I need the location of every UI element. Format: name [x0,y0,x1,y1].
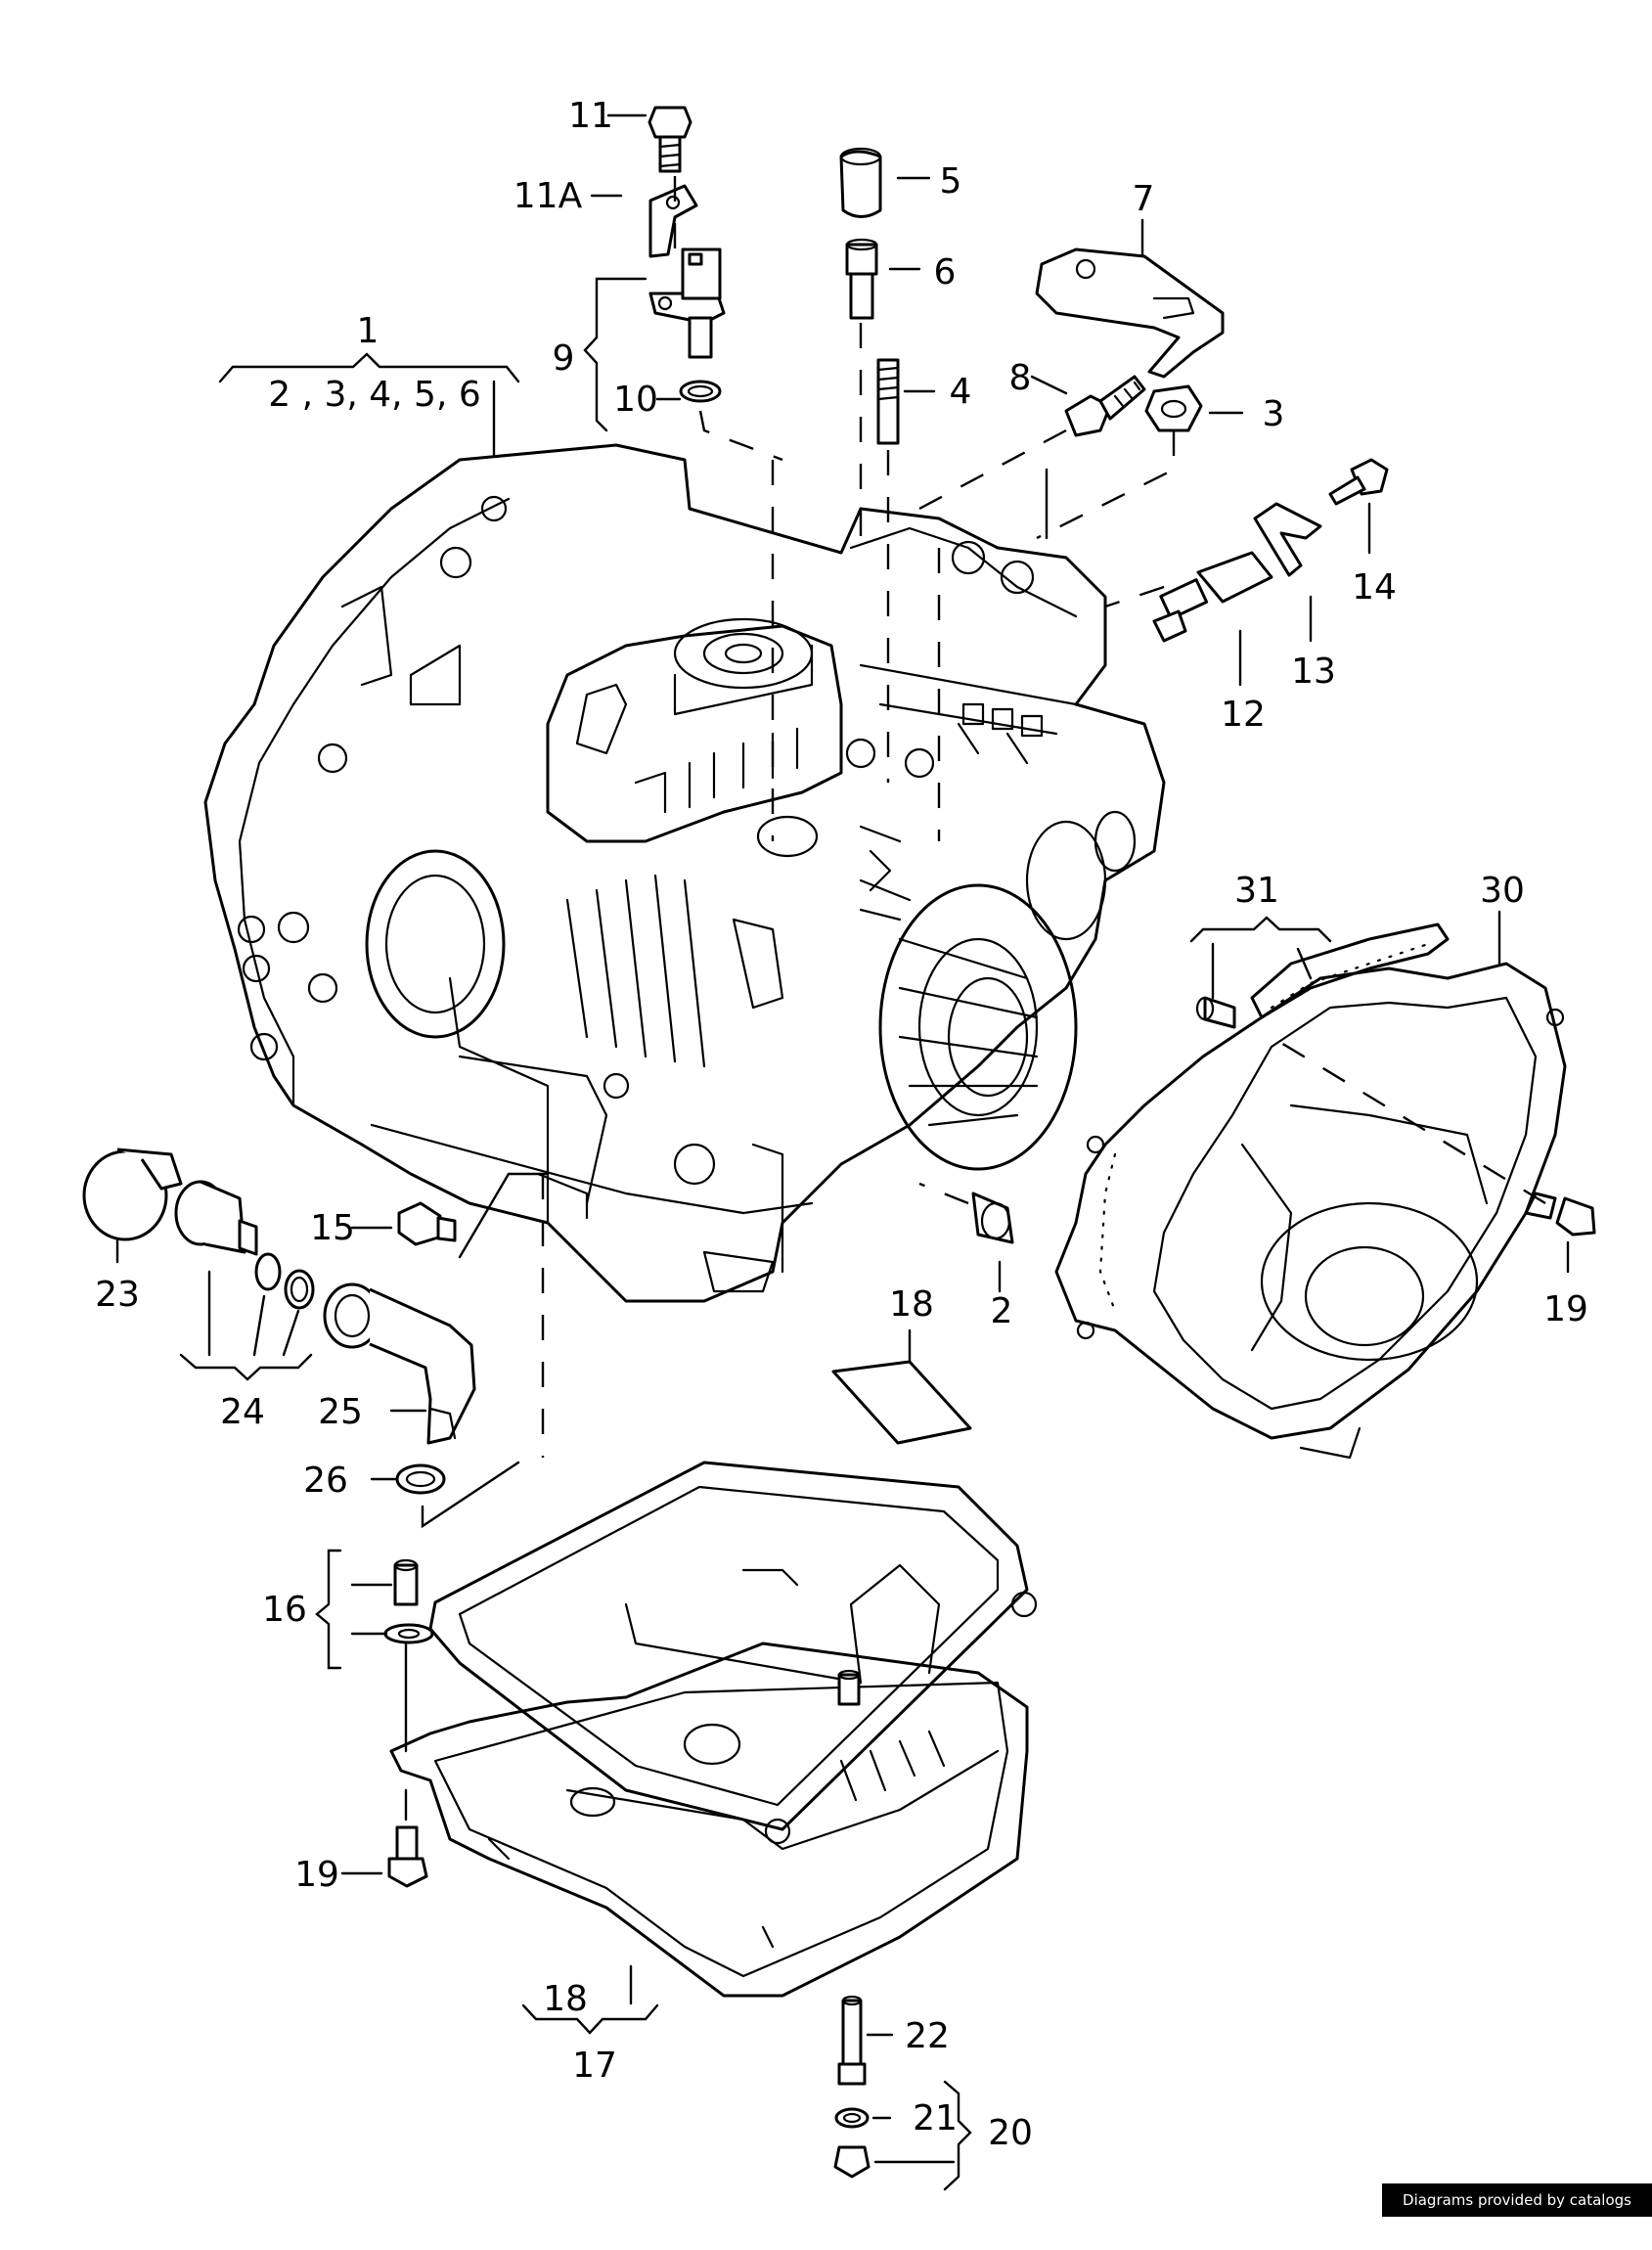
bracket-16 [315,1549,393,1670]
bracket-7 [1035,248,1225,379]
assembly-line-10 [698,410,783,462]
assembly-line-3 [1036,430,1176,540]
label-18-pad: 18 [889,1284,934,1325]
cap-5 [839,147,882,218]
assembly-line-19 [1271,1035,1546,1205]
label-15: 15 [310,1208,355,1248]
label-11a: 11A [513,176,583,216]
side-cover-30 [1054,962,1567,1460]
label-26: 26 [303,1461,348,1501]
o-ring-10 [679,380,722,403]
label-12: 12 [1221,695,1266,735]
nut-3 [1144,384,1203,432]
label-7: 7 [1133,179,1155,219]
bracket-9 [583,277,647,432]
credit-footer: Diagrams provided by catalogs parts [1382,2183,1652,2242]
label-13: 13 [1291,652,1336,692]
label-25: 25 [318,1392,363,1432]
callout-labels: 1 2 , 3, 4, 5, 6 2 3 4 5 6 7 8 9 10 11 1… [95,96,1588,2153]
bracket-31 [1189,916,1332,1000]
leader-8 [1030,375,1068,395]
label-11: 11 [568,96,613,136]
bracket-1 [218,352,520,383]
leader-20 [866,2033,972,2191]
drain-plug-20 [833,1995,871,2179]
label-1-subparts: 2 , 3, 4, 5, 6 [268,375,481,415]
stud-4 [876,358,900,445]
pipe-25 [323,1282,476,1445]
label-16: 16 [262,1590,307,1630]
speed-sensor-9 [648,248,726,359]
bolt-19-cover [1524,1192,1596,1237]
leader-15 [458,1172,550,1259]
assembly-line-2 [918,1182,969,1205]
leader-19-pan [340,1788,408,1875]
bracket-17 [521,1964,659,2035]
bracket-13 [1253,502,1322,577]
label-20: 20 [988,2113,1033,2153]
plug-24 [174,1180,315,1310]
label-9: 9 [553,338,575,379]
dowel-2 [971,1192,1014,1244]
label-8: 8 [1009,358,1032,398]
label-10: 10 [613,380,658,420]
bolt-19-pan [387,1825,428,1888]
label-4: 4 [950,372,972,412]
label-18-pan: 18 [543,1979,588,2019]
label-19-pan: 19 [294,1855,339,1895]
label-31: 31 [1234,871,1279,911]
cap-23 [82,1148,183,1241]
leader-26 [370,1461,520,1529]
assembly-line-12 [1104,585,1165,608]
bracket-11a [648,184,698,258]
assembly-line-8 [918,428,1067,511]
bolt-11 [647,106,692,173]
bolt-8 [1064,375,1146,437]
sensor-12 [1152,551,1273,643]
dowel-6 [845,238,878,320]
label-22: 22 [905,2016,950,2056]
bracket-24 [179,1270,313,1381]
label-24: 24 [220,1392,265,1432]
transmission-housing [203,443,1166,1303]
label-19-cover: 19 [1543,1289,1588,1329]
label-30: 30 [1480,871,1525,911]
label-1: 1 [357,311,380,351]
label-14: 14 [1352,567,1397,608]
o-ring-26 [395,1463,446,1495]
oil-pan-17 [389,1461,1038,1998]
bolt-14 [1328,458,1389,506]
gasket-31 [1195,922,1450,1029]
label-6: 6 [934,252,957,292]
label-3: 3 [1263,394,1285,434]
label-2: 2 [991,1291,1013,1331]
label-17: 17 [572,2046,617,2086]
plug-15 [397,1201,457,1246]
label-23: 23 [95,1275,140,1315]
label-21: 21 [913,2098,958,2138]
label-5: 5 [940,161,962,202]
pad-18 [831,1360,972,1445]
stud-16 [383,1558,434,1644]
